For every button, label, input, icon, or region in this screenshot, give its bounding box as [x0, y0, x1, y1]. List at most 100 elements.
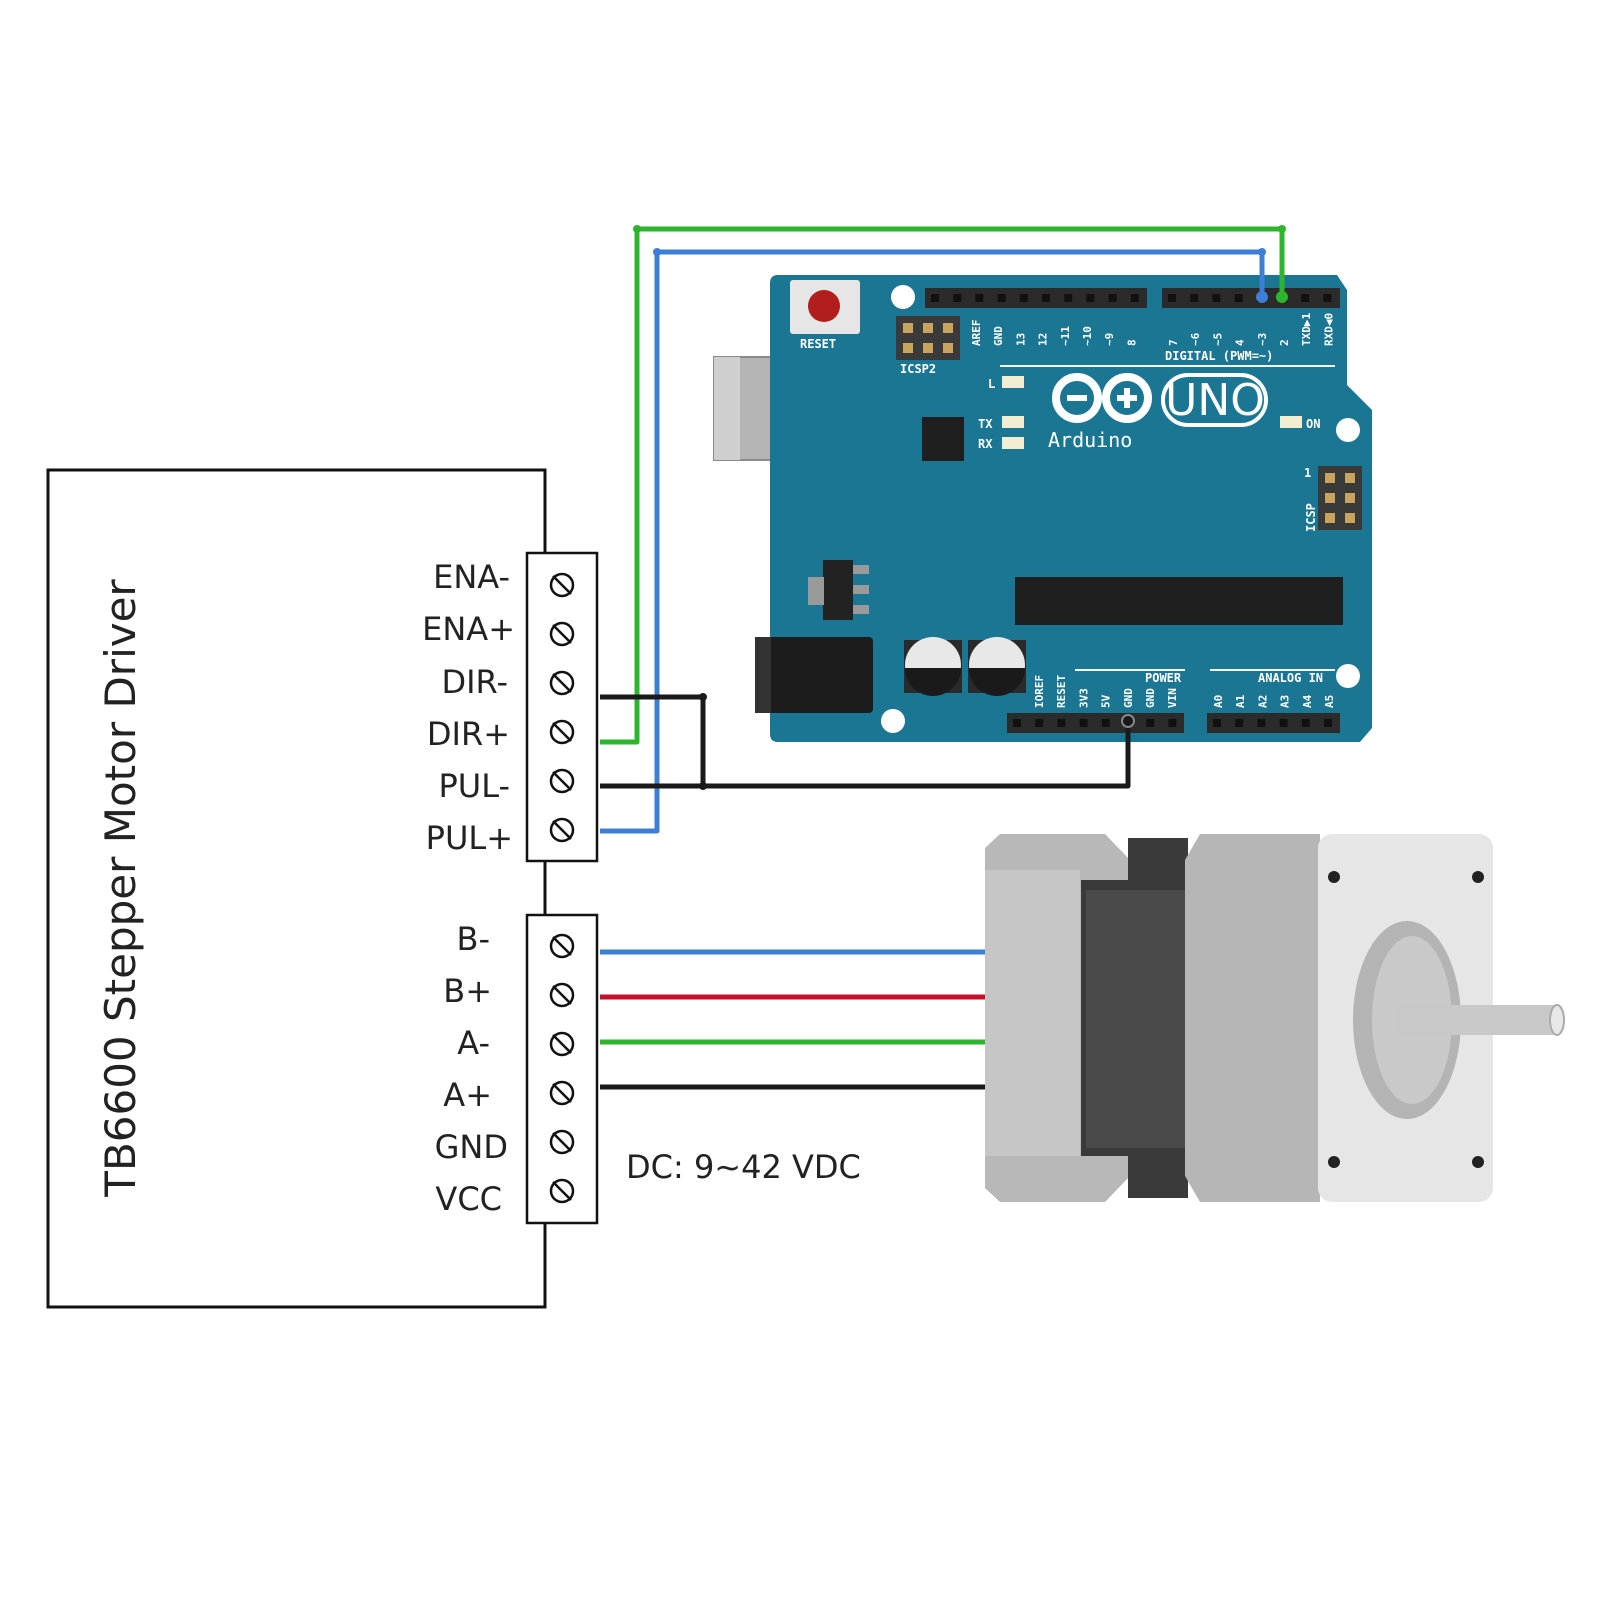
wire-joint: [1278, 225, 1286, 233]
control-terminal-labels: ENA- ENA+ DIR- DIR+ PUL- PUL+: [422, 558, 515, 857]
analog-header: [1207, 713, 1340, 733]
pin-label: ~10: [1081, 326, 1094, 346]
header-pin-hole: [1234, 294, 1243, 302]
pin-label: GND: [1144, 688, 1157, 708]
terminal-screw-icon: [549, 933, 575, 959]
pin-label: A1: [1234, 694, 1247, 708]
power-supply-note: DC: 9~42 VDC: [626, 1148, 861, 1186]
pin-label: ~3: [1256, 333, 1269, 346]
analog-label: ANALOG IN: [1258, 671, 1323, 685]
regulator-leg: [853, 565, 869, 574]
terminal-label-ena-plus: ENA+: [422, 610, 515, 648]
header-pin-hole: [1213, 719, 1221, 727]
icsp-pin: [903, 343, 913, 353]
motor-shaft-tip: [1549, 1004, 1565, 1036]
terminal-screw-icon: [549, 1178, 575, 1204]
icsp-pin: [903, 323, 913, 333]
uno-model: UNO: [1165, 375, 1265, 426]
power-terminal-labels: B- B+ A- A+ GND VCC: [435, 920, 508, 1218]
motor-front-cap: [1185, 834, 1320, 1202]
header-pin-hole: [1212, 294, 1221, 302]
header-pin-hole: [953, 294, 962, 302]
digital-header-right: [1162, 288, 1340, 308]
power-screws: [549, 933, 575, 1204]
pin-label: A3: [1279, 695, 1292, 708]
icsp-pin: [923, 343, 933, 353]
header-pin-hole: [1324, 719, 1332, 727]
header-pin-hole: [975, 294, 984, 302]
header-pin-hole: [1042, 294, 1050, 302]
pin-label: ~11: [1059, 326, 1072, 346]
header-pin-hole: [931, 294, 939, 302]
reset-button[interactable]: [808, 290, 840, 322]
terminal-label-b-plus: B+: [443, 972, 492, 1010]
icsp-pin: [1345, 473, 1355, 483]
header-pin-hole: [1235, 719, 1244, 727]
terminal-screw-icon: [549, 719, 575, 745]
pin-label: IOREF: [1033, 675, 1046, 708]
terminal-screw-icon: [549, 572, 575, 598]
led-l-label: L: [988, 377, 995, 391]
header-pin-hole: [1086, 294, 1095, 302]
arduino-brand: Arduino: [1048, 428, 1132, 452]
header-pin-hole: [1168, 294, 1176, 302]
terminal-screw-icon: [549, 670, 575, 696]
motor-mount-hole: [1472, 1156, 1484, 1168]
header-pin-hole: [1301, 719, 1310, 727]
motor-mount-hole: [1328, 1156, 1340, 1168]
icsp2-label: ICSP2: [900, 362, 936, 376]
reset-label: RESET: [800, 337, 836, 351]
tb6600-driver: TB6600 Stepper Motor Driver ENA- ENA+ DI…: [46, 468, 861, 1309]
icsp2-header: [896, 316, 960, 360]
header-pin-hole: [1108, 294, 1117, 302]
header-pin-hole: [1257, 719, 1266, 727]
power-label: POWER: [1145, 671, 1182, 685]
pin-connection-gnd: [1121, 714, 1135, 728]
mounting-hole: [891, 285, 915, 309]
header-pin-hole: [1013, 719, 1021, 727]
logo-plus-icon-vertical: [1124, 388, 1130, 408]
pin-label: 7: [1167, 339, 1180, 346]
icsp-pin: [1345, 493, 1355, 503]
usb-chip: [922, 417, 964, 461]
terminal-screw-icon: [549, 621, 575, 647]
pin-label: AREF: [970, 320, 983, 347]
icsp-pin: [1345, 513, 1355, 523]
header-pin-hole: [1146, 719, 1155, 727]
wire-black-pul-minus-to-gnd: [600, 721, 1131, 789]
terminal-label-a-minus: A-: [457, 1024, 490, 1062]
terminal-screw-icon: [549, 768, 575, 794]
pin-label: A5: [1323, 695, 1336, 708]
capacitor: [904, 637, 962, 696]
led-tx: [1002, 416, 1024, 428]
terminal-screw-icon: [549, 1031, 575, 1057]
terminal-label-a-plus: A+: [443, 1076, 492, 1114]
header-pin-hole: [1079, 719, 1088, 727]
pin-label: ~5: [1211, 333, 1224, 346]
pin-label: ~9: [1103, 333, 1116, 346]
header-pin-hole: [1301, 294, 1310, 302]
led-tx-label: TX: [978, 417, 993, 431]
led-rx: [1002, 437, 1024, 449]
pin-label: 3V3: [1077, 688, 1090, 708]
led-on: [1280, 416, 1302, 428]
pin-label: GND: [1122, 688, 1135, 708]
icsp-pin1-label: 1: [1304, 466, 1311, 480]
header-pin-hole: [997, 294, 1006, 302]
motor-shaft: [1395, 1005, 1558, 1035]
header-pin-hole: [1057, 719, 1066, 727]
terminal-screw-icon: [549, 817, 575, 843]
wire-joint: [633, 225, 641, 233]
mounting-hole: [1336, 664, 1360, 688]
pin-label: A0: [1212, 695, 1225, 708]
pin-label: VIN: [1166, 688, 1179, 708]
regulator-leg: [853, 585, 869, 594]
pin-label: RXD◀0: [1322, 313, 1335, 346]
regulator-leg: [853, 605, 869, 614]
pin-label: 12: [1037, 333, 1050, 346]
pin-label: 2: [1278, 339, 1291, 346]
